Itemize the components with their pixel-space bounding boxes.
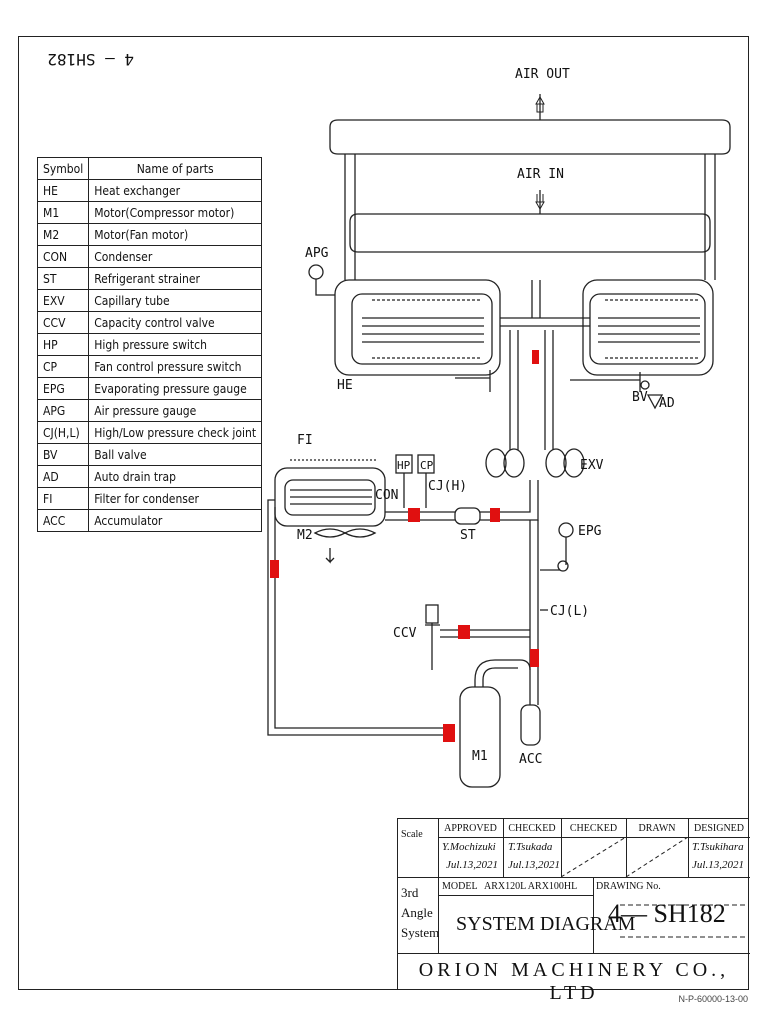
part-name: Capillary tube [88,289,263,312]
apg-label: APG [305,246,329,261]
company-name: ORION MACHINERY CO., LTD [418,959,730,1004]
m2-label: M2 [297,528,313,543]
part-name: Accumulator [88,509,263,532]
drawing-number: 4— SH182 [608,899,726,928]
part-symbol: ACC [36,509,90,532]
title-block: Scale APPROVED CHECKED CHECKED DRAWN DES… [397,818,750,1004]
approved-name: Y.Mochizuki [442,841,496,853]
part-symbol: CJ(H,L) [36,421,90,444]
ad-label: AD [659,396,675,411]
designed-header: DESIGNED [694,823,744,834]
cj-h-label: CJ(H) [428,479,467,494]
part-name: Motor(Compressor motor) [88,201,263,224]
drawing-number-label: DRAWING No. [596,881,661,892]
empty-signature-slashes [561,837,688,877]
designed-date: Jul.13,2021 [692,859,744,871]
cj-l-label: CJ(L) [550,604,589,619]
con-label: CON [375,488,398,503]
drawing-title: SYSTEM DIAGRAM [456,913,636,935]
approved-header: APPROVED [444,823,497,834]
part-name: Condenser [88,245,263,268]
checked-header-1: CHECKED [508,823,556,834]
exv-label: EXV [580,458,604,473]
part-name: High/Low pressure check joint [88,421,263,444]
part-symbol: ST [36,267,90,290]
hp-label: HP [397,459,411,472]
model-value: ARX120L ARX100HL [484,881,578,892]
part-name: High pressure switch [88,333,263,356]
designed-name: T.Tsukihara [692,841,744,853]
checked-name: T.Tsukada [508,841,553,853]
st-label: ST [460,528,476,543]
cp-label: CP [420,459,434,472]
fi-label: FI [297,433,313,448]
m1-label: M1 [472,749,488,764]
air-out-label: AIR OUT [515,67,570,82]
mirrored-sheet-number: 4 — SH182 [47,50,134,69]
bv-label: BV [632,390,648,405]
approved-date: Jul.13,2021 [446,859,498,871]
drawing-frame [18,36,749,990]
part-name: Filter for condenser [88,487,263,510]
scale-label: Scale [401,829,423,840]
part-symbol: M1 [36,201,90,224]
checked-date: Jul.13,2021 [508,859,560,871]
he-label: HE [337,378,353,393]
parts-table-row: CJ(H,L)High/Low pressure check joint [36,421,263,444]
part-symbol: EXV [36,289,90,312]
ccv-label: CCV [393,626,417,641]
air-in-label: AIR IN [517,167,564,182]
epg-label: EPG [578,524,602,539]
part-symbol: CCV [36,311,90,334]
checked-header-2: CHECKED [569,823,618,834]
acc-label: ACC [519,752,542,767]
model-label: MODEL [442,881,478,892]
footer-code: N-P-60000-13-00 [678,994,748,1004]
drawing-number-guides [620,904,748,938]
drawn-header: DRAWN [638,823,676,834]
name-column-header: Name of parts [88,157,263,180]
part-symbol: APG [36,399,90,422]
projection-text: 3rd Angle System [401,885,440,940]
